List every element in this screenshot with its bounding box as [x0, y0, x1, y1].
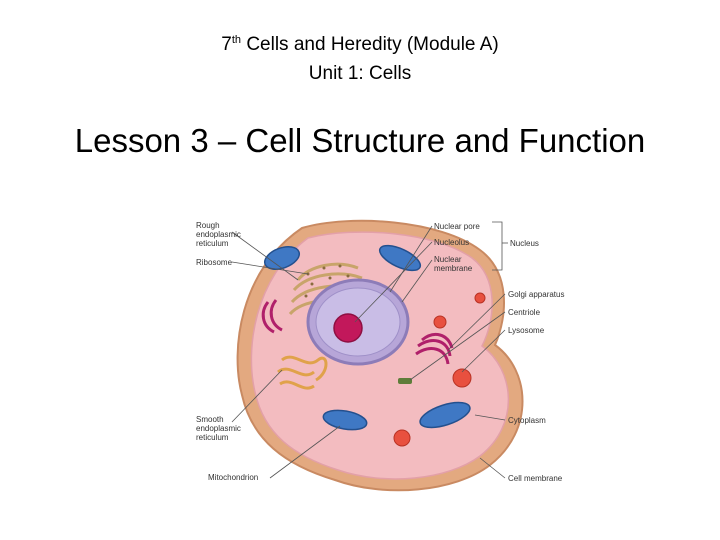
label-centriole: Centriole — [508, 308, 541, 317]
lesson-title: Lesson 3 – Cell Structure and Function — [74, 122, 646, 159]
lysosome-dots — [393, 292, 486, 447]
label-golgi: Golgi apparatus — [508, 290, 564, 299]
unit-heading: Unit 1: Cells — [308, 63, 412, 84]
mitochondria — [263, 244, 471, 431]
smooth-er-shape — [277, 355, 328, 390]
golgi-left-shape — [261, 299, 283, 334]
label-nuclear-pore: Nuclear pore — [434, 222, 480, 231]
course-name: Cells and Heredity (Module A) — [241, 34, 499, 55]
grade-suffix: th — [231, 34, 242, 46]
label-cytoplasm: Cytoplasm — [508, 416, 546, 425]
label-ribosome: Ribosome — [196, 258, 233, 267]
label-nucleolus: Nucleolus — [434, 238, 469, 247]
nucleolus-shape — [333, 313, 363, 343]
grade-number: 7 — [221, 34, 232, 55]
label-nuclear-membrane: Nuclear membrane — [434, 255, 473, 273]
animal-cell-diagram: Rough endoplasmic reticulum Ribosome Smo… — [196, 219, 564, 492]
centriole-shape — [398, 378, 412, 384]
course-heading: 7th Cells and Heredity (Module A) — [0, 33, 720, 57]
label-smooth-er: Smooth endoplasmic reticulum — [196, 415, 243, 442]
label-cell-membrane: Cell membrane — [508, 474, 563, 483]
label-nucleus: Nucleus — [510, 239, 539, 248]
label-rough-er: Rough endoplasmic reticulum — [196, 221, 243, 248]
label-mitochondrion: Mitochondrion — [208, 473, 258, 482]
label-lysosome: Lysosome — [508, 326, 545, 335]
leader-lines — [231, 221, 508, 479]
